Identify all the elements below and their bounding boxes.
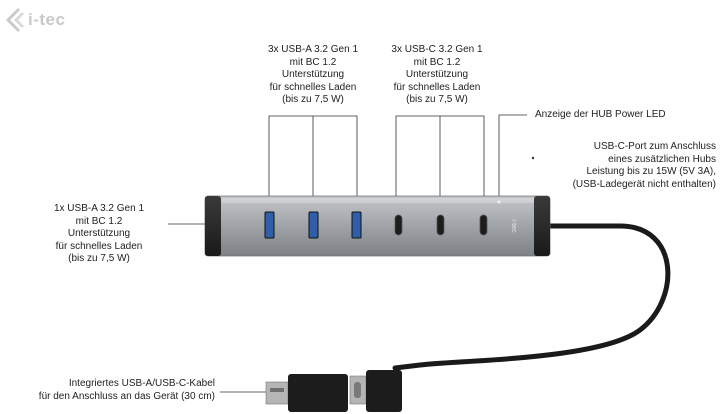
hub-cable: [392, 223, 671, 371]
power-led-label: Anzeige der HUB Power LED: [535, 109, 666, 120]
brand-mark-icon: [6, 8, 24, 32]
cable-label: Integriertes USB-A/USB-C-Kabel für den A…: [38, 378, 215, 402]
power-led: [497, 200, 501, 204]
usb-a-side-label: 1x USB-A 3.2 Gen 1 mit BC 1.2 Unterstütz…: [53, 203, 145, 265]
usb-c-power-port-label: USB-C-Port zum Anschluss eines zusätzlic…: [572, 141, 716, 190]
usb-c-group-label: 3x USB-C 3.2 Gen 1 mit BC 1.2 Unterstütz…: [391, 44, 483, 106]
usb-a-port: [264, 211, 362, 239]
device-logo: i-tec: [510, 219, 517, 233]
brand-logo: i-tec: [4, 4, 74, 38]
usb-a-group-label: 3x USB-A 3.2 Gen 1 mit BC 1.2 Unterstütz…: [267, 44, 359, 106]
usb-c-port: [394, 214, 488, 236]
device-brand-text: i-tec: [510, 219, 517, 233]
brand-name: i-tec: [28, 10, 66, 29]
cable-connectors: [265, 370, 402, 412]
hub-body: i-tec: [204, 195, 551, 257]
